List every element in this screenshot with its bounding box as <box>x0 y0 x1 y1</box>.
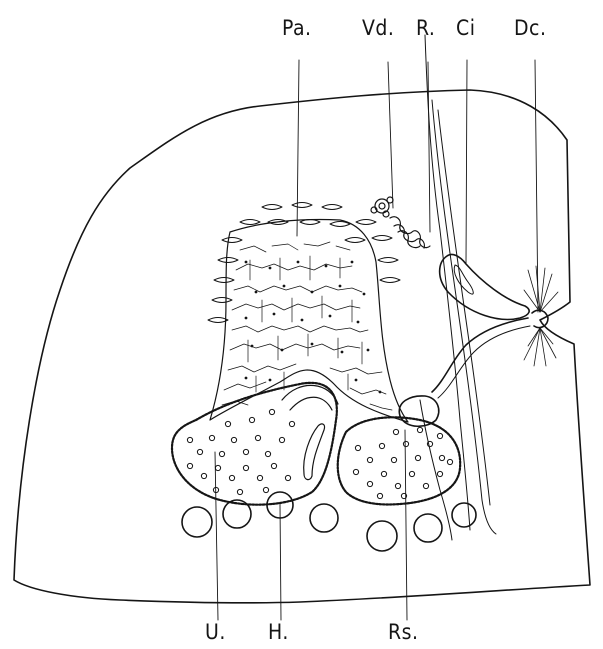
label-u: U. <box>205 622 226 643</box>
leader-rs <box>405 430 407 620</box>
ciliated-organ <box>440 254 530 319</box>
duct <box>432 318 528 392</box>
dorsal-cleft-rays <box>524 266 558 366</box>
leader-vd <box>388 62 393 208</box>
label-rs: Rs. <box>388 622 418 643</box>
leader-r <box>428 62 430 232</box>
label-h: H. <box>268 622 289 643</box>
uterus-left-lobe <box>172 383 337 505</box>
parenchyma-nuclei <box>245 261 382 394</box>
label-pa: Pa. <box>282 18 312 39</box>
spindle-cells <box>208 203 400 323</box>
longitudinal-lines <box>420 35 496 540</box>
label-ci: Ci <box>456 18 475 39</box>
dorsal-cleft <box>532 310 548 327</box>
leader-pa <box>297 60 299 236</box>
uterus-cells <box>187 409 452 498</box>
label-r: R. <box>416 18 435 39</box>
label-vd: Vd. <box>362 18 394 39</box>
label-dc: Dc. <box>514 18 546 39</box>
parenchyma-cells <box>222 242 392 410</box>
section-outline <box>14 90 590 603</box>
uterus-tube <box>304 424 325 480</box>
leader-u <box>215 452 218 620</box>
